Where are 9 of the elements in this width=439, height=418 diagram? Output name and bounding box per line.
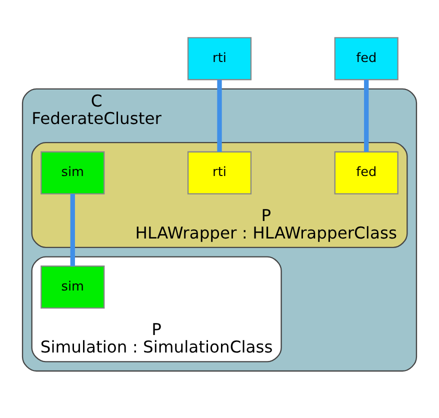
connector — [70, 194, 75, 266]
node-box: fed — [334, 37, 398, 80]
connector — [217, 80, 222, 152]
node-box: sim — [40, 266, 105, 309]
node-box: rti — [187, 37, 252, 80]
node-box: rti — [187, 151, 252, 194]
node-box: fed — [334, 151, 398, 194]
node-box: sim — [40, 151, 105, 194]
connector — [364, 80, 369, 152]
